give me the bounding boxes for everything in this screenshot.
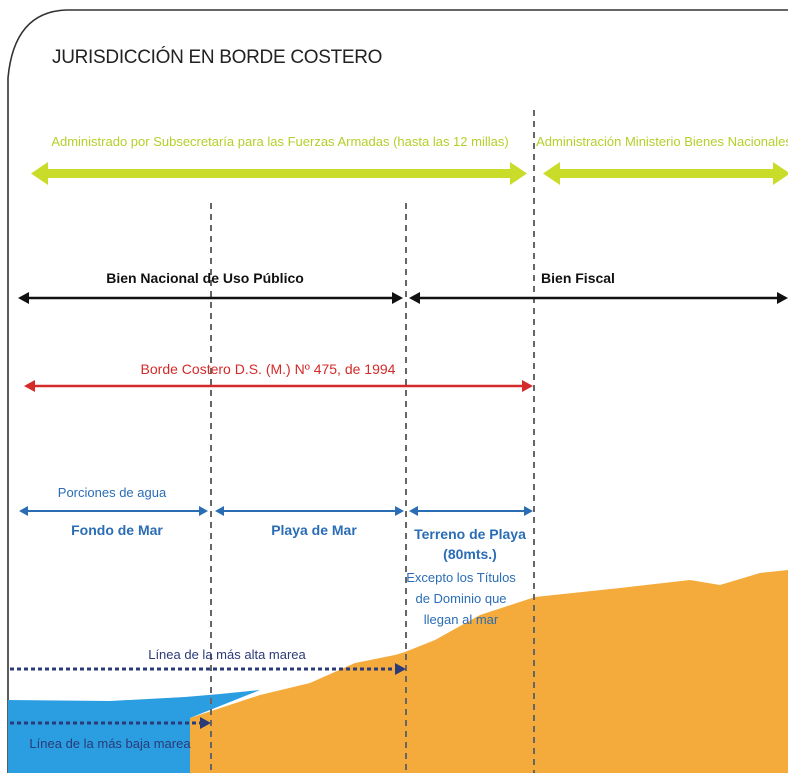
water-portions-label: Porciones de agua (58, 485, 167, 500)
admin-left-label: Administrado por Subsecretaría para las … (51, 134, 508, 149)
sea-area (8, 690, 260, 773)
terreno-label-line2: (80mts.) (443, 546, 497, 562)
high-tide-arrow (10, 663, 406, 675)
decree-label: Borde Costero D.S. (M.) Nº 475, de 1994 (141, 361, 396, 377)
fondo-label: Fondo de Mar (71, 522, 163, 538)
diagram-frame (7, 9, 788, 773)
page-title: JURISDICCIÓN EN BORDE COSTERO (52, 46, 382, 68)
ownership-left-label: Bien Nacional de Uso Público (106, 270, 304, 286)
terreno-label-line1: Terreno de Playa (414, 526, 526, 542)
fondo-arrow (19, 506, 208, 516)
admin-right-arrow (543, 162, 788, 185)
ownership-left-arrow (18, 292, 403, 304)
decree-arrow (24, 380, 533, 392)
exception-line2: de Dominio que (415, 591, 506, 606)
high-tide-label: Línea de la más alta marea (148, 647, 306, 662)
low-tide-arrow (10, 717, 211, 729)
ownership-right-arrow (409, 292, 788, 304)
playa-arrow (215, 506, 404, 516)
exception-line1: Excepto los Títulos (406, 570, 516, 585)
terreno-arrow (409, 506, 533, 516)
admin-right-label: Administración Ministerio Bienes Naciona… (536, 134, 788, 149)
low-tide-label: Línea de la más baja marea (29, 736, 191, 751)
exception-line3: llegan al mar (424, 612, 499, 627)
ownership-right-label: Bien Fiscal (541, 270, 615, 286)
land-area (190, 570, 788, 773)
admin-left-arrow (31, 162, 527, 185)
playa-label: Playa de Mar (271, 522, 357, 538)
